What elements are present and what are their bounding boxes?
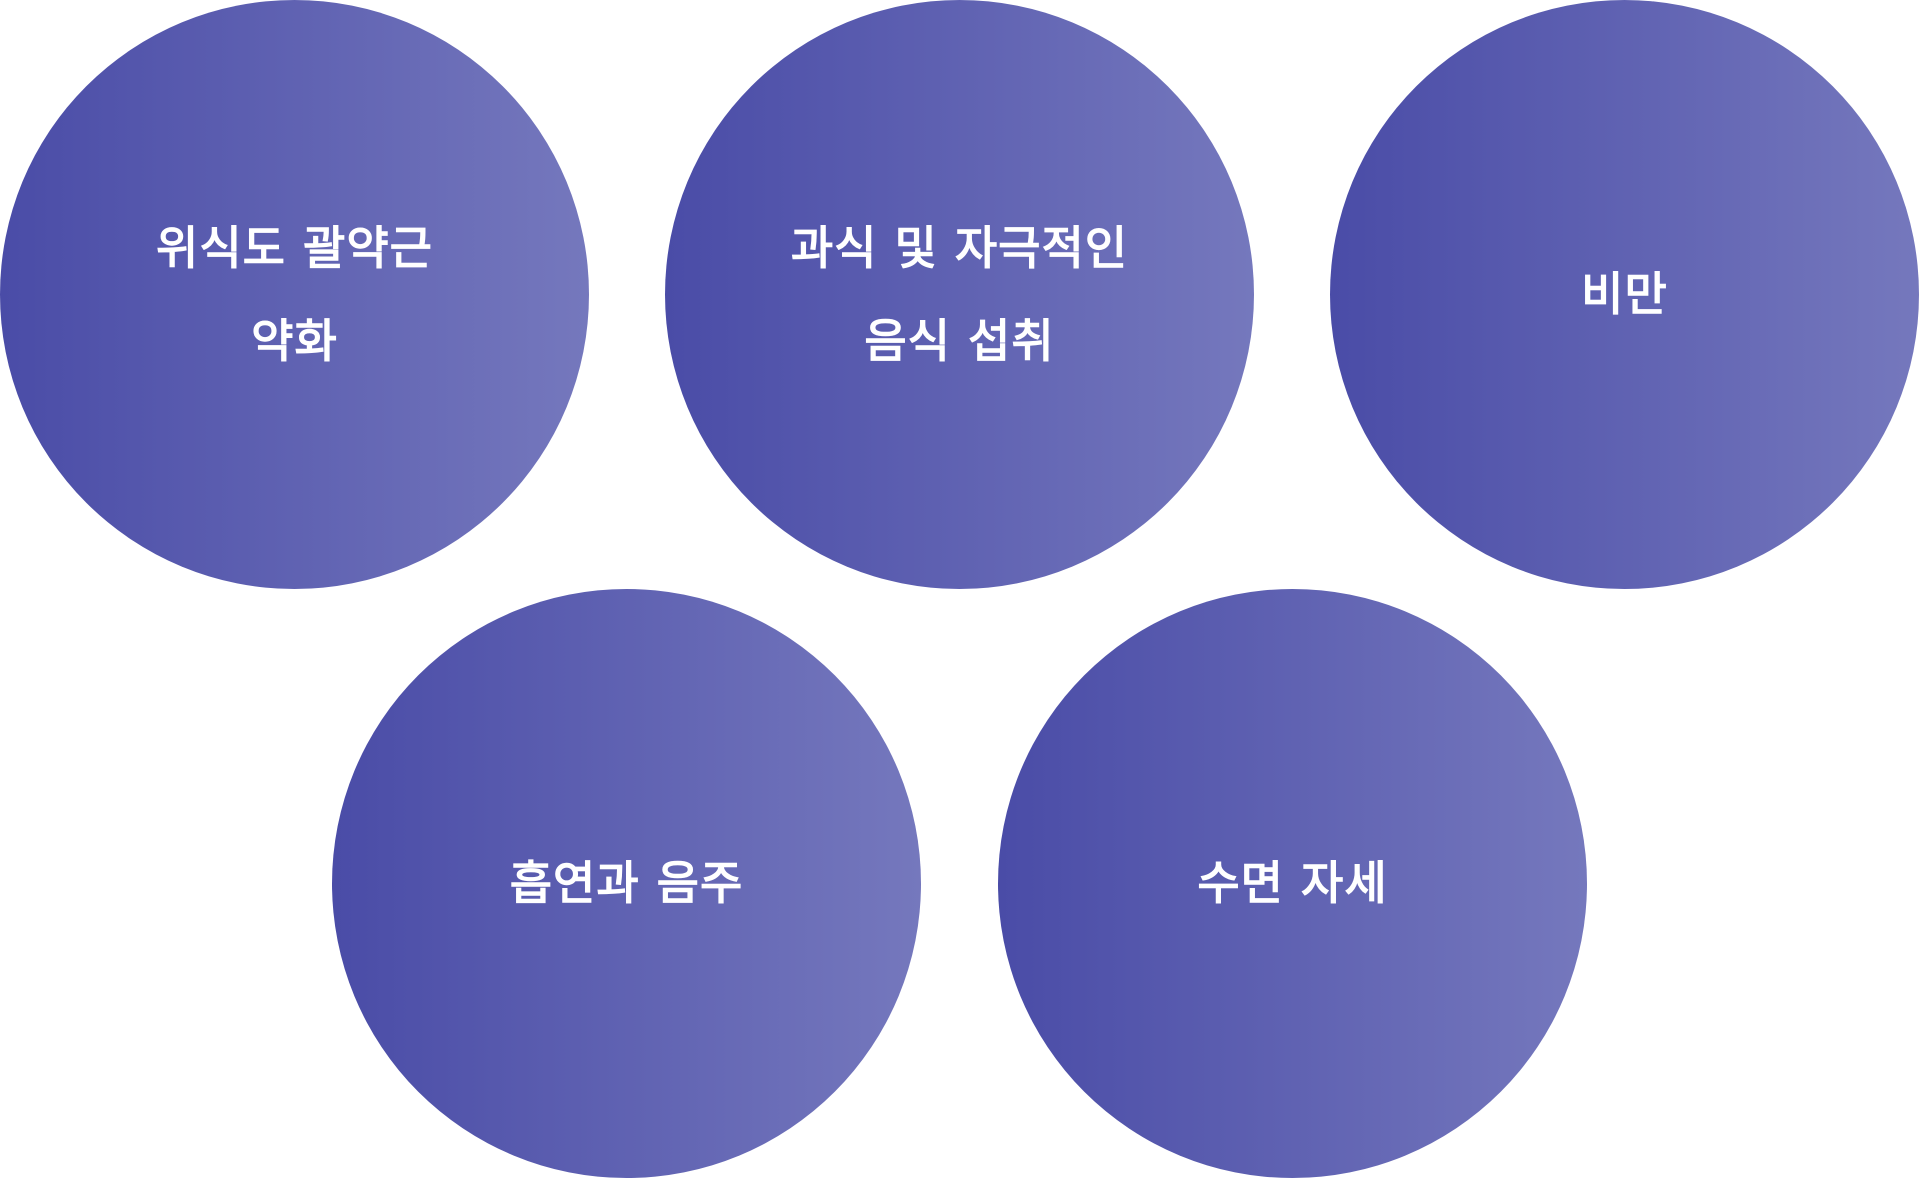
cause-label: 과식 및 자극적인 음식 섭취: [790, 220, 1129, 368]
cause-circle-smoking-drinking: 흡연과 음주: [332, 589, 921, 1178]
cause-label: 수면 자세: [1197, 856, 1388, 910]
cause-circle-sphincter-weakness: 위식도 괄약근 약화: [0, 0, 589, 589]
cause-circle-obesity: 비만: [1330, 0, 1919, 589]
cause-circle-sleep-posture: 수면 자세: [998, 589, 1587, 1178]
cause-label: 비만: [1581, 267, 1668, 321]
cause-label: 위식도 괄약근 약화: [156, 220, 433, 368]
cause-label: 흡연과 음주: [509, 856, 744, 910]
cause-circle-overeating: 과식 및 자극적인 음식 섭취: [665, 0, 1254, 589]
